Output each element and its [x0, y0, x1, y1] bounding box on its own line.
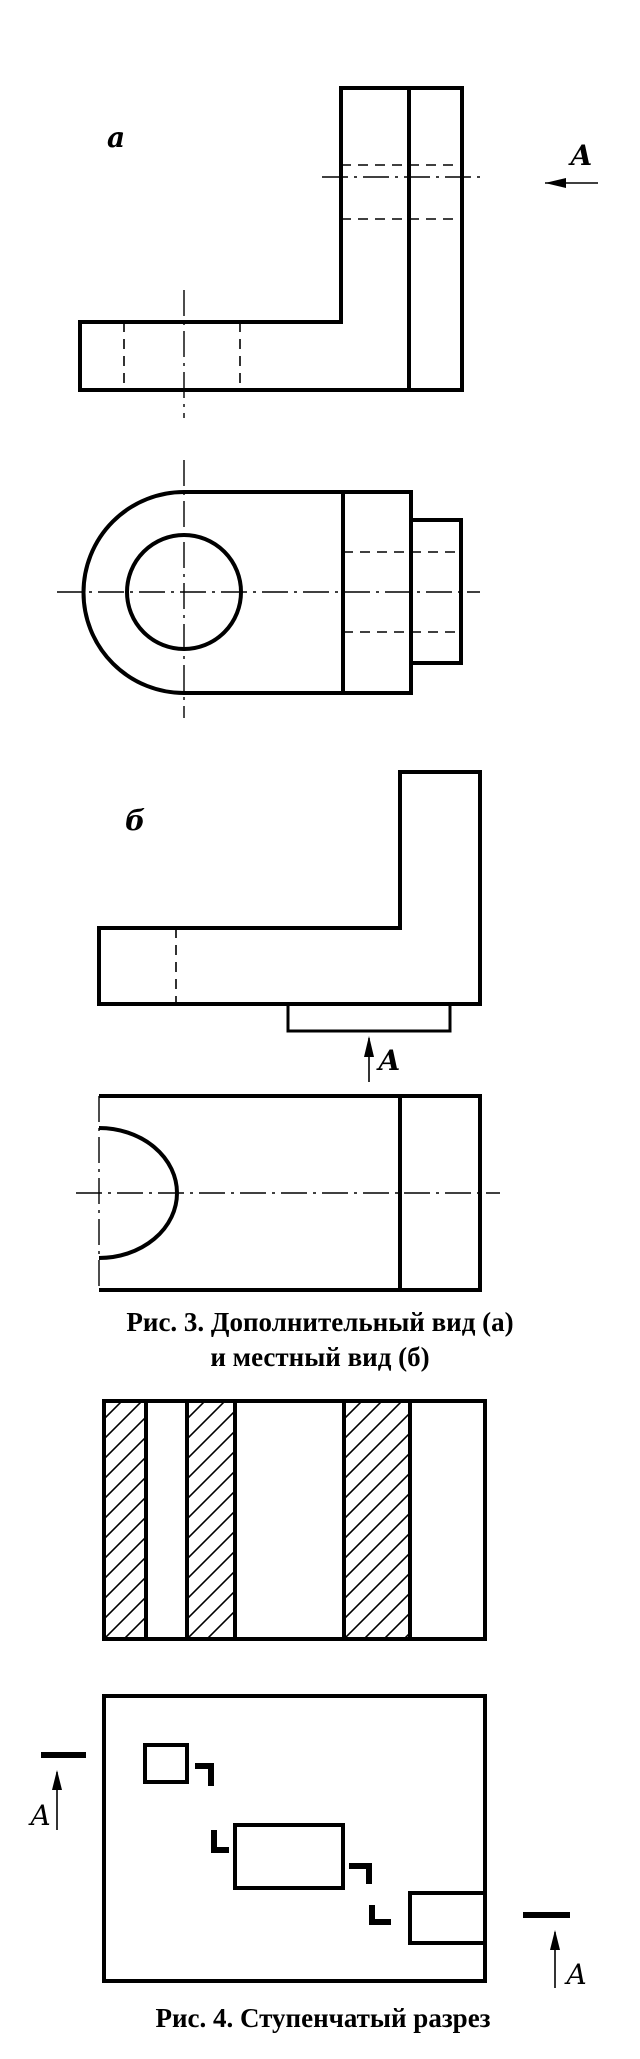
view-direction-arrow [545, 178, 598, 188]
label-a: а [107, 121, 125, 154]
section-label-left: А [28, 1799, 51, 1832]
step-mark-4 [369, 1905, 391, 1925]
local-view-arrow [364, 1036, 374, 1082]
fig4-caption: Рис. 4. Ступенчатый разрез [155, 2003, 490, 2033]
view-arrow-label: А [568, 139, 593, 172]
step-mark-1 [195, 1763, 214, 1786]
cut-plane-marker-right [523, 1912, 570, 1988]
fig3b-local-view [76, 1094, 500, 1292]
fig4-section-view [102, 1399, 487, 1641]
rectangular-hole [233, 1823, 345, 1890]
fig3a-front-view [78, 86, 486, 418]
step-mark-3 [349, 1863, 372, 1884]
local-view-arrow-label: А [376, 1044, 401, 1077]
l-bracket-outline-b [97, 770, 482, 1006]
hatch-zone-2 [187, 1401, 235, 1639]
l-bracket-outline [78, 86, 464, 392]
square-hole [143, 1743, 189, 1784]
step-mark-2 [211, 1830, 229, 1853]
label-b: б [125, 804, 145, 837]
fig3a-top-view [57, 460, 480, 718]
fig3b-front-view [97, 770, 482, 1033]
cut-plane-marker-left [41, 1752, 86, 1830]
boss-bottom [286, 1002, 452, 1033]
fig3-caption-line2: и местный вид (б) [210, 1342, 429, 1372]
section-label-right: А [564, 1958, 587, 1991]
section-outline [102, 1399, 487, 1641]
fig3-caption-line1: Рис. 3. Дополнительный вид (а) [126, 1307, 513, 1337]
rounded-base-outline [81, 490, 413, 695]
hatch-zone-3 [344, 1401, 410, 1639]
plate-outline [102, 1694, 487, 1983]
fig4-plan-view [102, 1694, 487, 1983]
hatch-zone-1 [104, 1401, 146, 1639]
